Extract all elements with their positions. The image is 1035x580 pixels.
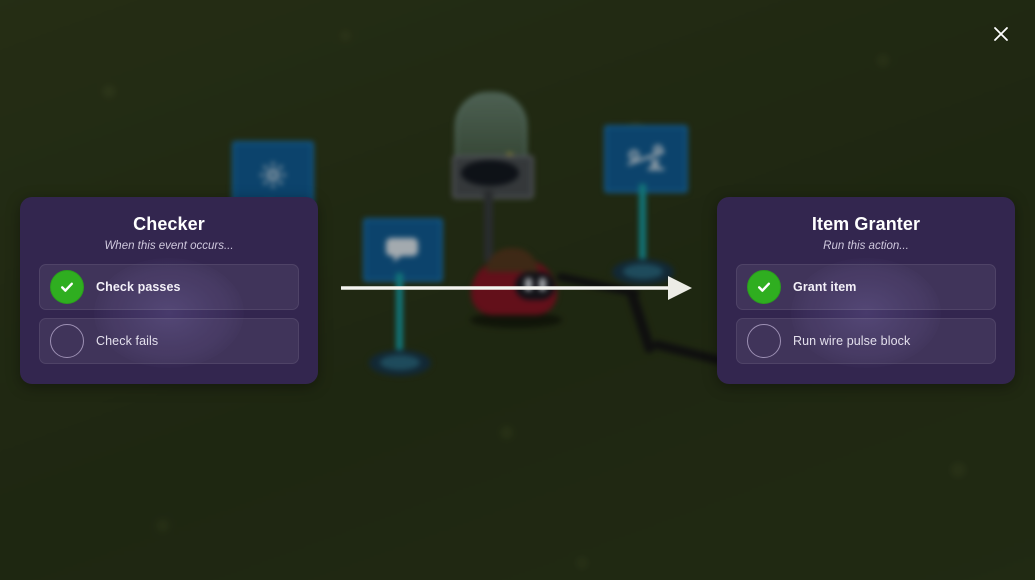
panel-subtitle: When this event occurs... — [104, 240, 234, 252]
option-label: Grant item — [793, 280, 857, 294]
option-grant-item[interactable]: Grant item — [736, 264, 996, 310]
granter-options: Grant item Run wire pulse block — [736, 264, 996, 364]
empty-circle-icon — [747, 324, 781, 358]
character-shadow — [470, 312, 562, 328]
bomb-eye-right — [539, 278, 546, 291]
option-label: Check fails — [96, 334, 159, 348]
speech-bubble-sign — [363, 218, 443, 282]
bomb-eye-left — [525, 278, 532, 291]
bomb-face — [515, 272, 555, 300]
pedestal-dish — [461, 160, 519, 186]
seesaw-icon — [607, 128, 685, 190]
panel-subtitle: Run this action... — [823, 240, 909, 252]
seesaw-sign — [604, 125, 688, 193]
seesaw-sign-post — [639, 184, 646, 266]
option-check-fails[interactable]: Check fails — [39, 318, 299, 364]
empty-circle-icon — [50, 324, 84, 358]
speech-bubble-icon — [366, 221, 440, 279]
lamp-stand-left-inner — [380, 355, 420, 370]
option-check-passes[interactable]: Check passes — [39, 264, 299, 310]
option-run-wire-pulse-block[interactable]: Run wire pulse block — [736, 318, 996, 364]
panel-title: Checker — [133, 214, 205, 234]
connection-arrow — [341, 276, 692, 300]
close-icon — [994, 27, 1008, 41]
checker-panel: Checker When this event occurs... Check … — [20, 197, 318, 384]
panel-title: Item Granter — [811, 214, 921, 234]
check-icon — [747, 270, 781, 304]
gear-icon — [235, 144, 311, 206]
arrow-right-icon — [668, 276, 692, 300]
speech-bubble-sign-post — [396, 273, 403, 351]
option-label: Run wire pulse block — [793, 334, 911, 348]
check-icon — [50, 270, 84, 304]
checker-options: Check passes Check fails — [39, 264, 299, 364]
option-label: Check passes — [96, 280, 181, 294]
close-button[interactable] — [987, 20, 1015, 48]
pedestal-stem — [484, 190, 493, 262]
item-granter-panel: Item Granter Run this action... Grant it… — [717, 197, 1015, 384]
lamp-stand-right-inner — [623, 264, 663, 279]
